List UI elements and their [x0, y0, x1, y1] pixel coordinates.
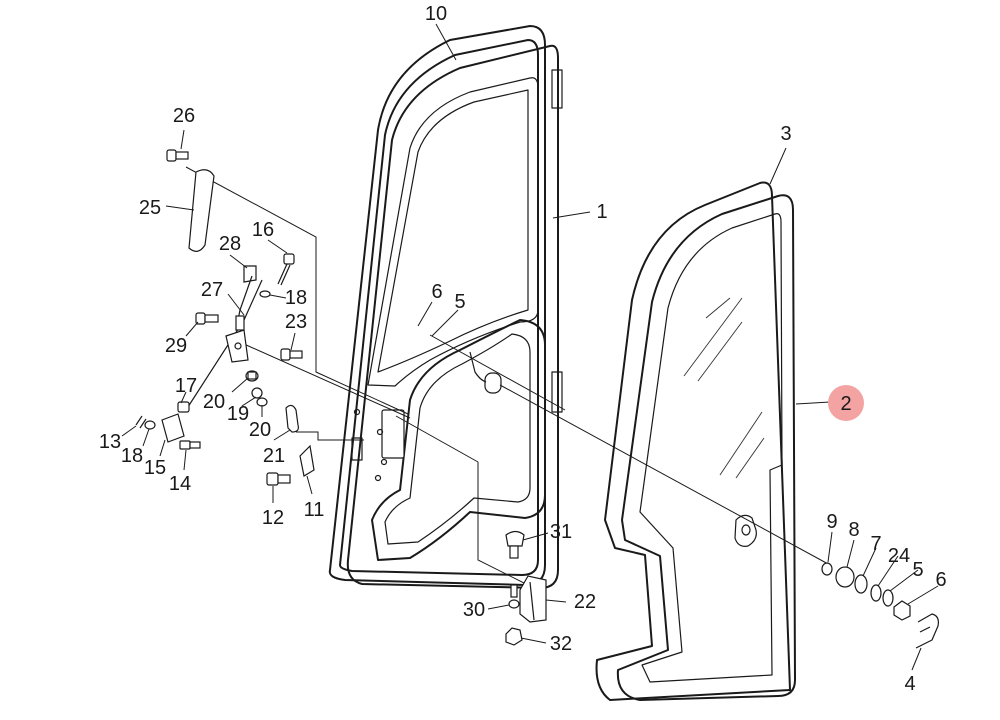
part-label-7: 7: [870, 533, 881, 555]
part-label-1: 1: [596, 201, 607, 223]
door-glass: [595, 181, 796, 701]
part-label-22: 22: [574, 591, 596, 613]
part-22-hinge: [519, 575, 547, 623]
leader-lines: [121, 23, 939, 671]
part-label-16: 16: [252, 219, 274, 241]
part-label-4: 4: [904, 673, 915, 695]
part-label-20a: 20: [203, 391, 225, 413]
part-26-bolt: [166, 149, 189, 162]
assembly-lines: [185, 166, 831, 586]
part-label-9: 9: [826, 511, 837, 533]
part-label-28: 28: [219, 233, 241, 255]
part-label-18a: 18: [285, 287, 307, 309]
part-label-2: 2: [840, 393, 851, 415]
part-label-5a: 5: [454, 291, 465, 313]
part-label-18b: 18: [121, 445, 143, 467]
small-parts: [135, 149, 939, 649]
part-label-6b: 6: [935, 569, 946, 591]
part-label-21: 21: [263, 445, 285, 467]
part-25-cover: [188, 169, 215, 252]
part-label-23: 23: [285, 311, 307, 333]
part-28-clip: [243, 265, 257, 283]
highlight-marker: [828, 385, 864, 421]
door-frame: [328, 25, 563, 589]
part-31-bolt: [505, 530, 525, 559]
part-label-24: 24: [888, 545, 910, 567]
part-16-bolt: [277, 253, 295, 286]
part-label-3: 3: [780, 123, 791, 145]
part-label-6a: 6: [431, 281, 442, 303]
part-23-bolt: [280, 348, 303, 361]
part-label-25: 25: [139, 197, 161, 219]
part-label-26: 26: [173, 105, 195, 127]
part-29-bolt: [195, 312, 219, 325]
part-label-15: 15: [144, 457, 166, 479]
part-label-13: 13: [99, 431, 121, 453]
part-lock-assembly: [225, 315, 249, 363]
part-label-12: 12: [262, 507, 284, 529]
part-label-8: 8: [848, 519, 859, 541]
part-label-11: 11: [304, 499, 325, 521]
part-label-31: 31: [550, 521, 572, 543]
part-label-17: 17: [175, 375, 197, 397]
part-label-30: 30: [463, 599, 485, 621]
part-label-19: 19: [227, 403, 249, 425]
part-12-bolt: [266, 472, 291, 486]
part-label-5b: 5: [912, 559, 923, 581]
part-label-10: 10: [425, 3, 447, 25]
part-label-14: 14: [169, 473, 191, 495]
part-label-29: 29: [165, 335, 187, 357]
part-label-32: 32: [550, 633, 572, 655]
part-label-27: 27: [201, 279, 223, 301]
part-label-20b: 20: [249, 419, 271, 441]
